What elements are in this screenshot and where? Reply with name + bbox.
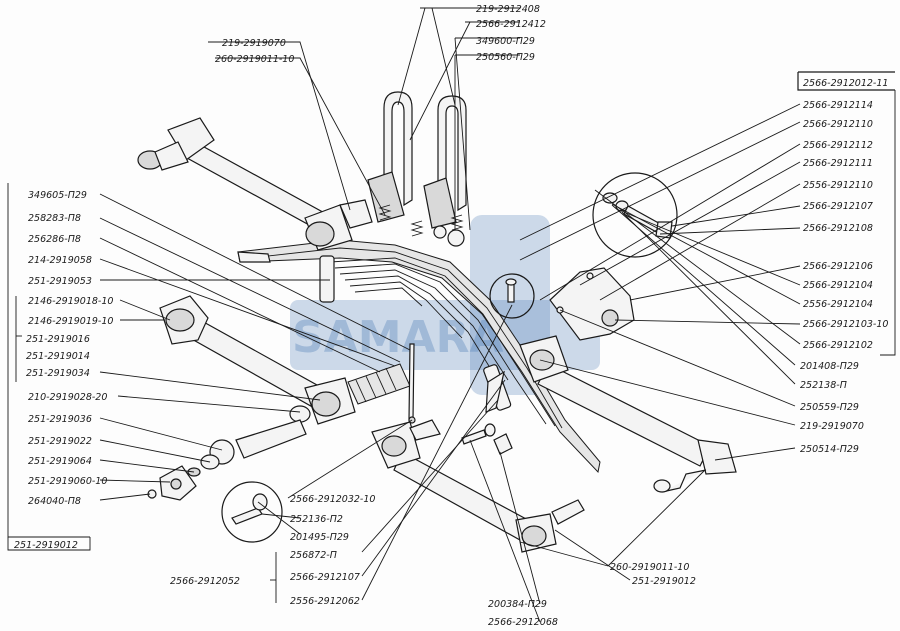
label-251-2919016: 251-2919016 <box>26 334 90 345</box>
bolt-detail-circle <box>592 172 678 258</box>
label-2566-2912104: 2566-2912104 <box>803 280 873 291</box>
label-2556-2912104: 2556-2912104 <box>803 299 873 310</box>
u-bolt-thread-springs <box>378 204 464 237</box>
label-2566-2912111: 2566-2912111 <box>803 158 873 169</box>
label-264040-p8: 264040-П8 <box>28 496 81 507</box>
label-260-2919011-10-bottom: 260-2919011-10 <box>610 562 689 573</box>
label-2566-2912412: 2566-2912412 <box>476 19 546 30</box>
label-2146-2919019-10: 2146-2919019-10 <box>28 316 113 327</box>
label-2556-2912110: 2556-2912110 <box>803 180 873 191</box>
lower-middle-torque-rod <box>371 419 585 553</box>
label-2566-2912106: 2566-2912106 <box>803 261 873 272</box>
label-2566-2912112: 2566-2912112 <box>803 140 873 151</box>
label-251-2919060-10: 251-2919060-10 <box>28 476 107 487</box>
center-pin <box>408 343 416 424</box>
label-210-2919028-20: 210-2919028-20 <box>28 392 107 403</box>
label-219-2912408: 219-2912408 <box>476 4 540 15</box>
upper-torque-rod <box>137 117 373 251</box>
label-2566-2912108: 2566-2912108 <box>803 223 873 234</box>
small-bolts-center <box>461 273 535 455</box>
label-250559-p29: 250559-П29 <box>800 402 859 413</box>
label-256872-p: 256872-П <box>290 550 337 561</box>
label-251-2919034: 251-2919034 <box>26 368 90 379</box>
label-349600-p29: 349600-П29 <box>476 36 535 47</box>
label-2566-2912032-10: 2566-2912032-10 <box>290 494 375 505</box>
bolt-detail-circle-left <box>221 481 283 543</box>
label-251-2919036: 251-2919036 <box>28 414 92 425</box>
label-2566-2912052: 2566-2912052 <box>170 576 240 587</box>
label-200384-p29: 200384-П29 <box>488 599 547 610</box>
label-219-2919070-top: 219-2919070 <box>222 38 286 49</box>
ball-stud-assembly <box>147 405 311 501</box>
label-2566-2912107-right: 2566-2912107 <box>803 201 873 212</box>
label-2146-2919018-10: 2146-2919018-10 <box>28 296 113 307</box>
label-252138-p: 252138-П <box>800 380 847 391</box>
label-2566-2912110: 2566-2912110 <box>803 119 873 130</box>
label-349605-p29: 349605-П29 <box>28 190 87 201</box>
lower-right-torque-rod <box>519 335 737 493</box>
label-251-2919012-bottom: 251-2919012 <box>632 576 696 587</box>
watermark-text: SAMARA <box>292 312 504 363</box>
label-250560-p29: 250560-П29 <box>476 52 535 63</box>
label-frames <box>7 71 896 603</box>
lower-left-torque-rod <box>159 295 411 425</box>
leaf-spring <box>237 239 601 474</box>
leader-lines <box>99 7 801 623</box>
label-2566-2912107-bottom: 2566-2912107 <box>290 572 360 583</box>
label-2556-2912062: 2556-2912062 <box>290 596 360 607</box>
label-251-2919014: 251-2919014 <box>26 351 90 362</box>
label-256286-p8: 256286-П8 <box>28 234 81 245</box>
label-258283-p8: 258283-П8 <box>28 213 81 224</box>
label-251-2919022: 251-2919022 <box>28 436 92 447</box>
label-219-2919070-right: 219-2919070 <box>800 421 864 432</box>
label-251-2919012-left: 251-2919012 <box>14 540 78 551</box>
u-bolt-brackets <box>367 91 467 247</box>
label-260-2919011-10-top: 260-2919011-10 <box>215 54 294 65</box>
label-250514-p29: 250514-П29 <box>800 444 859 455</box>
label-252136-p2: 252136-П2 <box>290 514 343 525</box>
label-251-2919053: 251-2919053 <box>28 276 92 287</box>
label-2566-2912012-11: 2566-2912012-11 <box>803 78 888 89</box>
label-251-2919064: 251-2919064 <box>28 456 92 467</box>
label-2566-2912068: 2566-2912068 <box>488 617 558 628</box>
label-201495-p29: 201495-П29 <box>290 532 349 543</box>
label-214-2919058: 214-2919058 <box>28 255 92 266</box>
part-labels: 219-2912408 2566-2912412 349600-П29 2505… <box>14 4 888 628</box>
label-2566-2912102: 2566-2912102 <box>803 340 873 351</box>
label-2566-2912114: 2566-2912114 <box>803 100 873 111</box>
label-201408-p29: 201408-П29 <box>800 361 859 372</box>
label-2566-2912103-10: 2566-2912103-10 <box>803 319 888 330</box>
